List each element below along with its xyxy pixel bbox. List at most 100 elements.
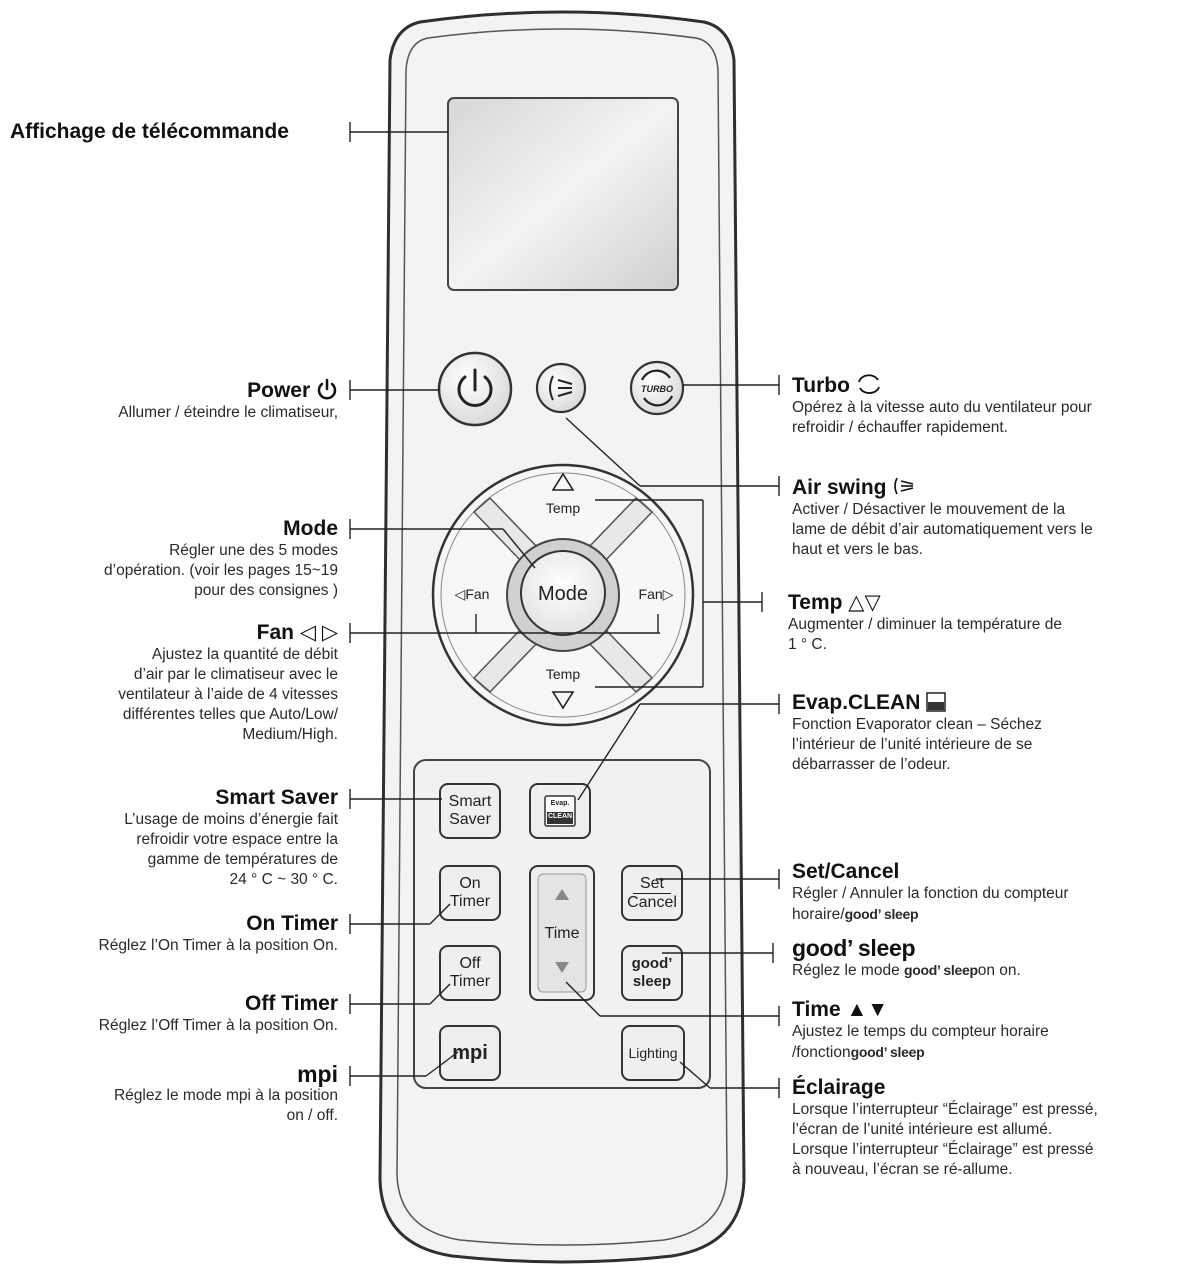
temp-symbol: △▽ bbox=[848, 591, 881, 614]
smart-saver-desc-4: 24 ° C ~ 30 ° C. bbox=[229, 871, 338, 888]
air-swing-desc-1: Activer / Désactiver le mouvement de la bbox=[792, 501, 1066, 518]
good-sleep-label: good’ sleep bbox=[622, 955, 682, 991]
mpi-button[interactable] bbox=[439, 1025, 501, 1081]
air-swing-small-icon bbox=[892, 476, 916, 496]
evap-clean-label: Evap. CLEAN bbox=[545, 797, 575, 823]
fan-desc-4: différentes telles que Auto/Low/ bbox=[122, 706, 338, 723]
set-cancel-brand: good’ sleep bbox=[844, 906, 919, 922]
good-sleep-line-2: sleep bbox=[632, 973, 672, 990]
air-swing-icon bbox=[549, 375, 573, 401]
smart-saver-button[interactable] bbox=[439, 783, 501, 839]
mode-button[interactable] bbox=[520, 550, 606, 636]
air-swing-title: Air swing bbox=[792, 476, 887, 499]
temp-down-label: Temp bbox=[545, 666, 581, 682]
evap-clean-button[interactable] bbox=[529, 783, 591, 839]
power-icon bbox=[457, 368, 493, 407]
turbo-title: Turbo bbox=[792, 374, 850, 397]
on-timer-line-2: Timer bbox=[449, 893, 491, 910]
set-cancel-label-block: Set/Cancel Régler / Annuler la fonction … bbox=[792, 860, 1069, 925]
fan-desc-1: Ajustez la quantité de débit bbox=[151, 646, 338, 663]
leader-lines bbox=[349, 122, 780, 1098]
time-brand: good’ sleep bbox=[850, 1044, 925, 1060]
fan-title: Fan bbox=[256, 621, 295, 644]
time-label: Time bbox=[544, 925, 580, 942]
smart-saver-title: Smart Saver bbox=[215, 786, 338, 809]
set-cancel-desc-1: Régler / Annuler la fonction du compteur bbox=[792, 885, 1069, 902]
temp-down-arrow bbox=[551, 691, 575, 710]
mpi-desc-2: on / off. bbox=[286, 1107, 338, 1124]
temp-up-button[interactable] bbox=[551, 472, 575, 491]
smart-saver-label: Smart Saver bbox=[440, 793, 500, 829]
fan-label: Fan ◁ ▷ Ajustez la quantité de débit d’a… bbox=[20, 621, 338, 745]
power-title: Power bbox=[247, 379, 311, 402]
evap-clean-desc-1: Fonction Evaporator clean – Séchez bbox=[792, 716, 1042, 733]
good-sleep-label-block: good’ sleep Réglez le mode good’ sleepon… bbox=[792, 936, 1021, 981]
time-title: Time ▲▼ bbox=[792, 998, 889, 1021]
temp-down-button[interactable] bbox=[551, 691, 575, 710]
remote-display bbox=[447, 97, 679, 291]
lighting-button[interactable] bbox=[621, 1025, 685, 1081]
mode-desc-3: pour des consignes ) bbox=[194, 582, 338, 599]
set-line: Set bbox=[633, 875, 671, 894]
on-timer-line-1: On bbox=[459, 875, 481, 892]
air-swing-desc-2: lame de débit d’air automatiquement vers… bbox=[792, 521, 1093, 538]
evap-line-1: Evap. bbox=[550, 800, 570, 807]
mode-label: Mode Régler une des 5 modes d’opération.… bbox=[20, 517, 338, 601]
evap-line-2: CLEAN bbox=[547, 813, 573, 820]
fan-symbol: ◁ ▷ bbox=[299, 621, 338, 644]
time-desc-1: Ajustez le temps du compteur horaire bbox=[792, 1023, 1049, 1040]
good-sleep-title: good’ sleep bbox=[792, 935, 916, 961]
good-sleep-line-1: good’ bbox=[631, 955, 673, 972]
mpi-title: mpi bbox=[297, 1061, 338, 1087]
good-sleep-brand: good’ sleep bbox=[904, 962, 978, 978]
air-swing-desc-3: haut et vers le bas. bbox=[792, 541, 923, 558]
off-timer-title: Off Timer bbox=[245, 992, 338, 1015]
off-timer-desc: Réglez l’Off Timer à la position On. bbox=[98, 1017, 338, 1034]
good-sleep-button[interactable] bbox=[621, 945, 683, 1001]
turbo-button[interactable]: TURBO bbox=[629, 360, 685, 416]
mode-button-label: Mode bbox=[537, 583, 589, 605]
fan-left-label: ◁Fan bbox=[454, 586, 490, 602]
on-timer-label-block: On Timer Réglez l’On Timer à la position… bbox=[20, 912, 339, 956]
smart-saver-desc-3: gamme de températures de bbox=[147, 851, 338, 868]
mpi-label-block: mpi Réglez le mode mpi à la position on … bbox=[20, 1062, 338, 1126]
time-button[interactable] bbox=[529, 865, 595, 1001]
on-timer-button[interactable] bbox=[439, 865, 501, 921]
set-cancel-label: Set Cancel bbox=[622, 875, 682, 912]
lighting-desc-2: l’écran de l’unité intérieure est allumé… bbox=[792, 1121, 1053, 1138]
power-desc: Allumer / éteindre le climatiseur, bbox=[118, 404, 338, 421]
time-label-block: Time ▲▼ Ajustez le temps du compteur hor… bbox=[792, 998, 1049, 1063]
on-timer-desc: Réglez l’On Timer à la position On. bbox=[98, 937, 339, 954]
fan-desc-5: Medium/High. bbox=[242, 726, 338, 743]
power-label: Power Allumer / éteindre le climatiseur, bbox=[20, 378, 338, 423]
turbo-desc-1: Opérez à la vitesse auto du ventilateur … bbox=[792, 399, 1092, 416]
air-swing-button[interactable] bbox=[535, 362, 587, 414]
lighting-desc-3: Lorsque l’interrupteur “Éclairage” est p… bbox=[792, 1141, 1094, 1158]
lighting-label: Lighting bbox=[628, 1045, 678, 1061]
off-timer-label: Off Timer bbox=[440, 955, 500, 991]
fan-desc-3: ventilateur à l’aide de 4 vitesses bbox=[118, 686, 338, 703]
mode-desc-1: Régler une des 5 modes bbox=[169, 542, 338, 559]
time-up-icon bbox=[555, 889, 569, 900]
temp-desc-2: 1 ° C. bbox=[788, 636, 827, 653]
display-label: Affichage de télécommande bbox=[10, 120, 289, 143]
smart-saver-line-2: Saver bbox=[449, 811, 491, 828]
power-button[interactable] bbox=[437, 351, 513, 427]
lighting-desc-1: Lorsque l’interrupteur “Éclairage” est p… bbox=[792, 1101, 1098, 1118]
lighting-label-block: Éclairage Lorsque l’interrupteur “Éclair… bbox=[792, 1076, 1098, 1180]
mode-title: Mode bbox=[283, 517, 338, 540]
off-timer-button[interactable] bbox=[439, 945, 501, 1001]
temp-up-arrow bbox=[551, 472, 575, 491]
temp-title: Temp bbox=[788, 591, 843, 614]
lighting-desc-4: à nouveau, l’écran se ré-allume. bbox=[792, 1161, 1013, 1178]
fan-right-label: Fan▷ bbox=[638, 586, 674, 602]
turbo-desc-2: refroidir / échauffer rapidement. bbox=[792, 419, 1008, 436]
set-cancel-desc-2: horaire/ bbox=[792, 906, 845, 923]
power-symbol-icon bbox=[316, 378, 338, 400]
cancel-line: Cancel bbox=[627, 894, 677, 911]
evap-clean-small-icon bbox=[926, 692, 946, 712]
mpi-desc-1: Réglez le mode mpi à la position bbox=[113, 1087, 338, 1104]
smart-saver-desc-2: refroidir votre espace entre la bbox=[136, 831, 338, 848]
lighting-title: Éclairage bbox=[792, 1076, 886, 1099]
